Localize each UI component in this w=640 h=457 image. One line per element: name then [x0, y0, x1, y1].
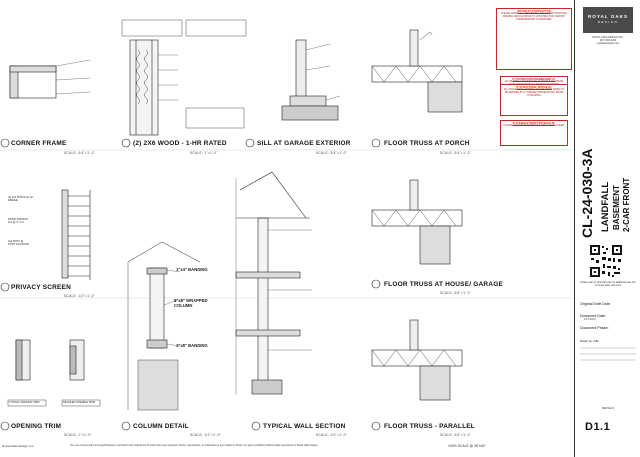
detail-scale-sill-garage: SCALE: 3/4"=1'-0": [316, 151, 348, 155]
notice-body: CHANGES MAY BE REQUIRED TO MEET LOCAL CO…: [503, 125, 565, 127]
detail-title-sill-garage: SILL AT GARAGE EXTERIOR: [257, 140, 351, 147]
logo-line-2: DESIGN: [597, 20, 619, 24]
privacy-callout-posts: (1) 2x4 POSTS @ 16" WEDGE: [8, 196, 34, 203]
qr-note: Please scan or click QR code for additio…: [580, 281, 636, 287]
detail-title-floor-truss-house-garage: FLOOR TRUSS AT HOUSE/ GARAGE: [384, 281, 503, 288]
detail-scale-corner-frame: SCALE: 3/4"=1'-0": [64, 151, 96, 155]
notice-body: ALL STRUCTURAL FRAMING AND HEADERS SIZIN…: [503, 89, 565, 97]
corner-frame-detail: [9, 59, 91, 99]
notice-title: IF FOUNDATION ENGINEERING IS:: [512, 78, 556, 81]
original-draft-date-field: Original Draft Date:: [580, 302, 611, 306]
opening-trim-typical-caption: TYPICAL OPENING TRIM: [9, 401, 40, 404]
detail-scale-floor-truss-house-garage: SCALE: 3/4"=1'-0": [440, 291, 472, 295]
qr-code-icon[interactable]: [589, 244, 623, 278]
document-date-field: Document Date: 1/17/2024: [580, 314, 606, 321]
detail-scale-1hr-wall: SCALE: 1"=1'-0": [190, 151, 218, 155]
notice-body: PLEASE VERIFY ALL DIMENSIONS, FIELD COND…: [501, 13, 567, 21]
logo-line-1: ROYAL OAKS: [587, 14, 629, 19]
floor-truss-parallel-detail: [371, 319, 463, 401]
detail-title-1hr-wall: (2) 2X6 WOOD - 1-HR RATED: [133, 140, 227, 147]
plan-subtitle-1: BASEMENT: [612, 185, 621, 230]
plan-name: LANDFALL: [600, 182, 611, 232]
company-address: ROYAL OAKS DESIGN, INC. (817) 000-0000 r…: [592, 36, 624, 45]
plan-id: CL-24-030-3A: [579, 149, 595, 238]
detail-scale-floor-truss-parallel: SCALE: 3/4"=1'-0": [440, 433, 472, 437]
document-date-value: 1/17/2024: [584, 318, 596, 321]
opening-trim-detail: [7, 339, 101, 407]
privacy-screen-detail: [61, 189, 91, 280]
privacy-callout-pickets: WOOD PICKETS 1x4 @ 4" O.C.: [8, 218, 29, 225]
drawn-by-field: Drawn by: AJR: [580, 339, 599, 343]
plan-subtitle-2: 2-CAR FRONT: [622, 178, 631, 232]
detail-scale-column-detail: SCALE: 1/2"=1'-0": [190, 433, 222, 437]
details-drawing-area: [0, 19, 574, 431]
floor-truss-house-garage-detail: [371, 179, 463, 265]
notice-title: IF FLEXIBLE FRONT SETBACK IS:: [512, 122, 556, 125]
detail-scale-opening-trim: SCALE: 1"=1'-0": [64, 433, 92, 437]
column-callout-banding-top: 1"x4" BANDING: [176, 267, 208, 272]
detail-title-column-detail: COLUMN DETAIL: [133, 423, 189, 430]
detail-title-typical-wall-section: TYPICAL WALL SECTION: [263, 423, 346, 430]
footer-disclaimer: The use of these plans and specification…: [70, 444, 319, 447]
document-phase-field: Document Phase:: [580, 326, 609, 330]
company-logo: ROYAL OAKS DESIGN: [583, 7, 633, 33]
notice-title: NOTICE TO CONTRACTOR: [517, 10, 551, 13]
opening-trim-detailed-caption: DETAILED OPENING TRIM: [63, 401, 96, 404]
document-date-label: Document Date:: [580, 314, 606, 318]
revision-table: [580, 347, 636, 361]
original-draft-date-label: Original Draft Date:: [580, 302, 611, 306]
notice-box-contractor: NOTICE TO CONTRACTOR PLEASE VERIFY ALL D…: [496, 8, 572, 70]
floor-truss-porch-detail: [371, 29, 463, 113]
detail-title-floor-truss-porch: FLOOR TRUSS AT PORCH: [384, 140, 470, 147]
detail-scale-privacy-screen: SCALE: 1/2"=1'-0": [64, 294, 96, 298]
sheet-title: DETAILS: [601, 406, 615, 410]
detail-title-corner-frame: CORNER FRAME: [11, 140, 67, 147]
detail-title-floor-truss-parallel: FLOOR TRUSS - PARALLEL: [384, 423, 475, 430]
notice-title: IF STRUCTURAL NOTICE IS:: [516, 86, 552, 89]
column-callout-wrapped-column: 8"x8" WRAPPED COLUMN: [174, 298, 208, 308]
detail-scale-typical-wall-section: SCALE: 1/2"=1'-0": [316, 433, 348, 437]
title-block: ROYAL OAKS DESIGN ROYAL OAKS DESIGN, INC…: [574, 0, 640, 457]
wall-1hr-detail: [121, 19, 247, 136]
footer-scale: 100% SCALE @ 36"x24": [448, 444, 486, 448]
detail-scale-floor-truss-porch: SCALE: 3/4"=1'-0": [440, 151, 472, 155]
detail-title-opening-trim: OPENING TRIM: [11, 423, 62, 430]
sill-garage-detail: [281, 39, 341, 121]
notice-box-setback: IF FLEXIBLE FRONT SETBACK IS: CHANGES MA…: [500, 120, 568, 146]
column-detail: [127, 241, 201, 411]
privacy-callout-post: 4x4 POST @ POST LOCATION: [8, 240, 29, 247]
notice-box-structural: IF STRUCTURAL NOTICE IS: ALL STRUCTURAL …: [500, 84, 568, 116]
document-phase-label: Document Phase:: [580, 326, 609, 330]
footer-company: Royal Oaks Design, Inc.: [2, 444, 35, 448]
detail-title-privacy-screen: PRIVACY SCREEN: [11, 284, 71, 291]
column-callout-banding-bottom: 1"x8" BANDING: [176, 343, 208, 348]
sheet-number: D1.1: [585, 421, 611, 433]
plan-number-block: CL-24-030-3A LANDFALL BASEMENT 2-CAR FRO…: [579, 149, 631, 238]
typical-wall-section: [235, 171, 312, 395]
